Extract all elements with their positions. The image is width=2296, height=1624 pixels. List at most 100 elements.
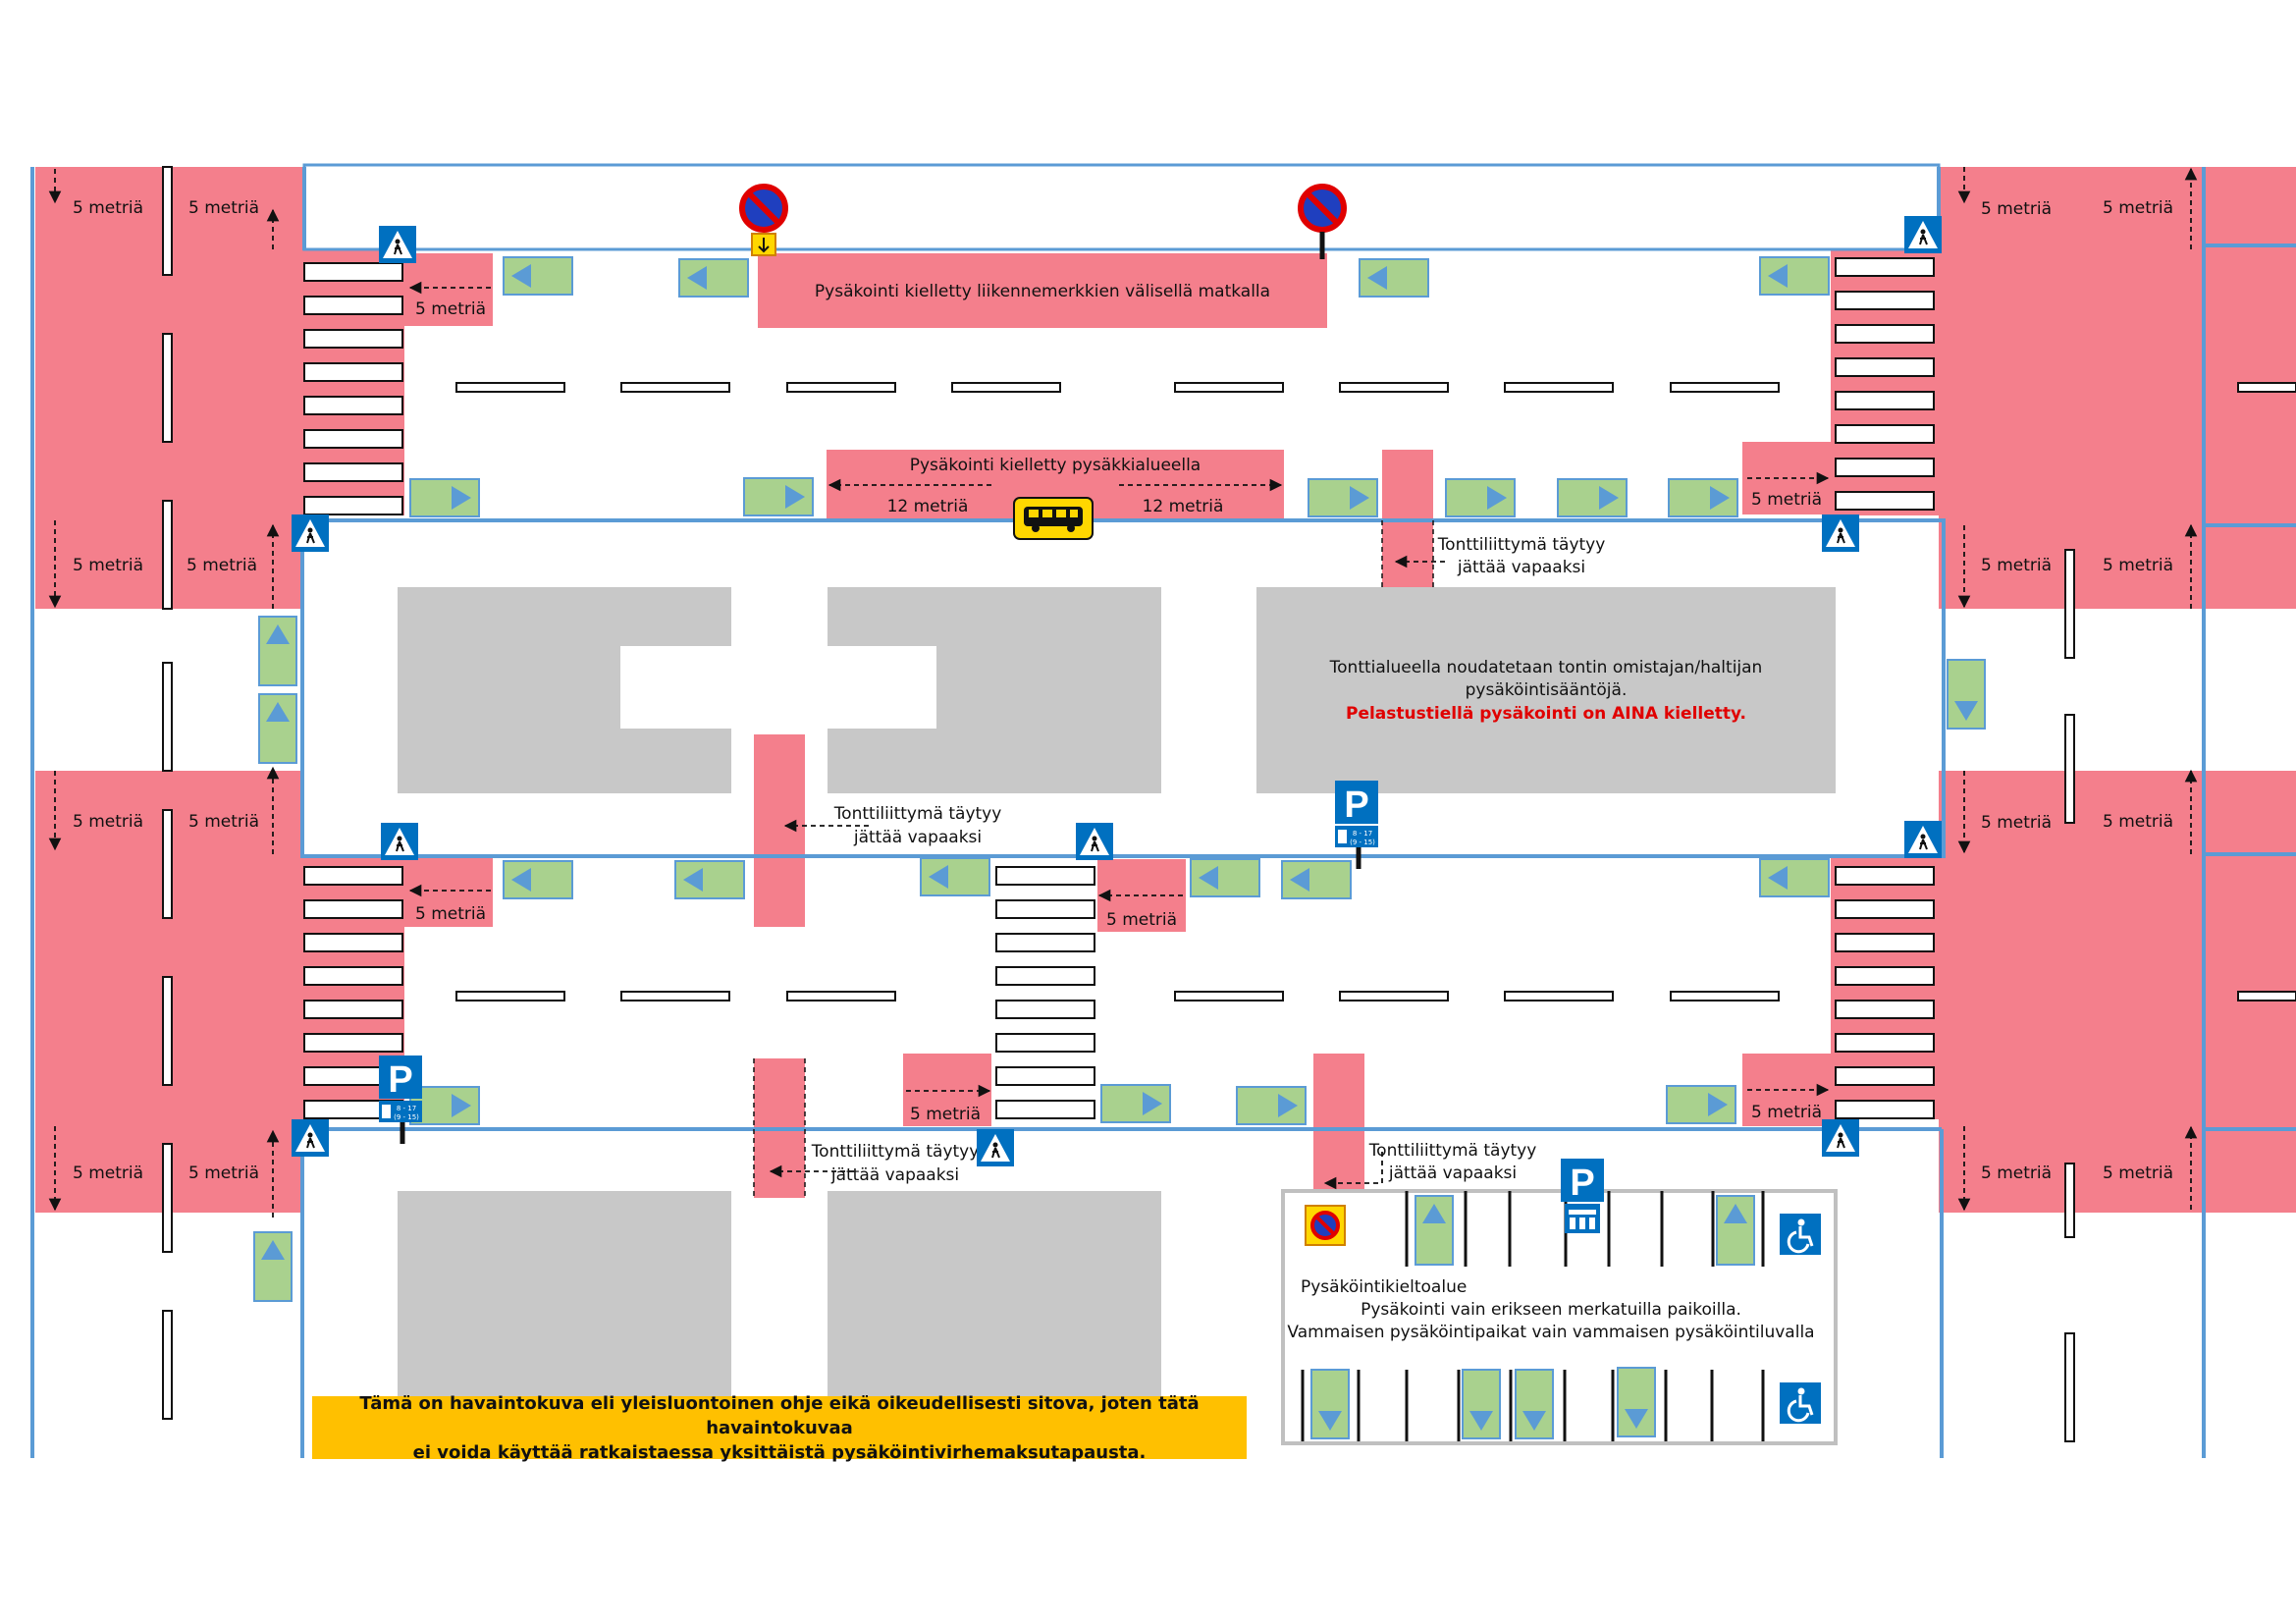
label-driveway-free: Tonttiliittymä täytyy: [1437, 535, 1606, 555]
label-fire-lane: Pelastustiellä pysäkointi on AINA kielle…: [1346, 704, 1746, 724]
direction-arrow-icon: [1947, 659, 1986, 730]
direction-arrow-icon: [920, 857, 990, 896]
direction-arrow-icon: [258, 616, 297, 686]
crosswalk-sign-icon: [977, 1129, 1014, 1166]
parking-sign-letter: P: [1344, 785, 1368, 826]
label-5m: 5 metriä: [415, 299, 486, 319]
crosswalk-sign-icon: [381, 823, 418, 860]
parking-sign-letter: P: [388, 1059, 412, 1101]
crosswalk-sign-icon: [1822, 1119, 1859, 1157]
direction-arrow-icon: [1308, 478, 1378, 517]
label-parking-zone-disabled: Vammaisen pysäköintipaikat vain vammaise…: [1287, 1323, 1814, 1342]
label-5m: 5 metriä: [2103, 812, 2173, 832]
direction-arrow-icon: [409, 478, 480, 517]
disclaimer-line: Tämä on havaintokuva eli yleisluontoinen…: [359, 1392, 1200, 1438]
zone-5m-bottom-left: [903, 1054, 991, 1126]
no-parking-sign-icon: [1305, 1205, 1346, 1246]
direction-arrow-icon: [1281, 860, 1352, 899]
label-5m: 5 metriä: [1106, 910, 1177, 930]
label-5m: 5 metriä: [1751, 490, 1822, 510]
label-5m: 5 metriä: [188, 1164, 259, 1183]
parking-lot: [1281, 1189, 1838, 1445]
lane-markings: [162, 166, 2296, 1442]
direction-arrow-icon: [503, 860, 573, 899]
curb-lines: [30, 163, 2296, 1458]
zone-signs-between: [758, 253, 1327, 328]
label-5m: 5 metriä: [73, 556, 143, 575]
sign-time-plate: (9 - 15): [394, 1113, 419, 1121]
lot-bottom-a: [398, 1191, 731, 1397]
label-driveway-free: Tonttiliittymä täytyy: [811, 1142, 980, 1162]
zebra-right-top: [1835, 257, 1935, 511]
label-12m: 12 metriä: [1143, 497, 1224, 516]
label-lot-rules: pysäköintisääntöjä.: [1466, 680, 1628, 700]
direction-arrow-icon: [1415, 1195, 1454, 1266]
label-5m: 5 metriä: [187, 556, 257, 575]
lot-areas: [398, 587, 1836, 1397]
direction-arrow-icon: [1190, 858, 1260, 897]
label-5m: 5 metriä: [910, 1105, 981, 1124]
measurement-labels: 5 metriä 5 metriä 5 metriä 5 metriä 5 me…: [73, 198, 2173, 1183]
direction-arrow-icon: [1759, 256, 1830, 296]
zebra-center-bottom: [995, 866, 1095, 1119]
direction-arrow-icon: [1617, 1367, 1656, 1437]
direction-arrow-icon: [253, 1231, 293, 1302]
no-parking-sign-icon: [1298, 184, 1347, 259]
label-5m: 5 metriä: [188, 198, 259, 218]
zone-right-top: [1939, 167, 2296, 609]
label-5m: 5 metriä: [1981, 556, 2052, 575]
label-5m: 5 metriä: [2103, 556, 2173, 575]
lot-left-cutout: [620, 646, 936, 729]
label-5m: 5 metriä: [2103, 1164, 2173, 1183]
label-driveway-free: Tonttiliittymä täytyy: [833, 804, 1002, 824]
label-driveway-free: Tonttiliittymä täytyy: [1368, 1141, 1537, 1161]
label-5m: 5 metriä: [1981, 813, 2052, 833]
direction-arrow-icon: [674, 860, 745, 899]
label-5m: 5 metriä: [73, 812, 143, 832]
direction-arrow-icon: [1668, 478, 1738, 517]
direction-arrows: [253, 256, 1986, 1302]
direction-arrow-icon: [258, 693, 297, 764]
no-parking-sign-icon: [739, 184, 788, 256]
driveway-dashed-edges: [753, 520, 1434, 1196]
label-parking-zone-rule: Pysäkointi vain erikseen merkatuilla pai…: [1361, 1300, 1741, 1320]
lot-bottom-b: [828, 1191, 1161, 1397]
rule-labels: Pysäkointi kielletty liikennemerkkien vä…: [811, 282, 1815, 1342]
sign-time-plate: 8 - 17: [1353, 830, 1372, 838]
parking-sign-icon: P 8 - 17 (9 - 15): [1335, 781, 1378, 869]
crosswalk-sign-icon: [1076, 823, 1113, 860]
direction-arrow-icon: [1759, 858, 1830, 897]
crosswalk-sign-icon: [292, 1119, 329, 1157]
zone-right-mid: [1939, 771, 2296, 1213]
label-5m: 5 metriä: [1981, 199, 2052, 219]
label-driveway-free: jättää vapaaksi: [1388, 1164, 1517, 1183]
lot-right: [1256, 587, 1836, 793]
parking-sign-icon: P 8 - 17 (9 - 15): [379, 1056, 422, 1144]
zebra-right-bottom: [1835, 866, 1935, 1119]
sign-time-plate: 8 - 17: [397, 1105, 416, 1112]
crosswalk-sign-icon: [1822, 514, 1859, 552]
label-5m: 5 metriä: [415, 904, 486, 924]
label-driveway-free: jättää vapaaksi: [830, 1165, 959, 1185]
label-no-parking-between-signs: Pysäkointi kielletty liikennemerkkien vä…: [815, 282, 1270, 301]
sign-time-plate: (9 - 15): [1350, 839, 1375, 846]
signs: P 8 - 17 (9 - 15) P 8 - 17 (9 - 15) P: [292, 184, 1942, 1424]
parking-meter-icon: [1565, 1204, 1600, 1233]
parking-sign-letter: P: [1570, 1163, 1594, 1204]
direction-arrow-icon: [1359, 258, 1429, 298]
label-5m: 5 metriä: [1751, 1103, 1822, 1122]
direction-arrow-icon: [503, 256, 573, 296]
direction-arrow-icon: [678, 258, 749, 298]
label-parking-zone-title: Pysäköintikieltoalue: [1301, 1277, 1467, 1297]
crosswalk-sign-icon: [379, 226, 416, 263]
label-driveway-free: jättää vapaaksi: [853, 828, 982, 847]
bus-stop-sign-icon: [1013, 497, 1094, 540]
direction-arrow-icon: [1515, 1369, 1554, 1439]
parking-sign-icon: P: [1561, 1159, 1604, 1233]
direction-arrow-icon: [743, 477, 814, 516]
direction-arrow-icon: [1310, 1369, 1350, 1439]
crosswalk-sign-icon: [1904, 821, 1942, 858]
zone-driveway-4: [1313, 1054, 1364, 1193]
label-5m: 5 metriä: [73, 1164, 143, 1183]
